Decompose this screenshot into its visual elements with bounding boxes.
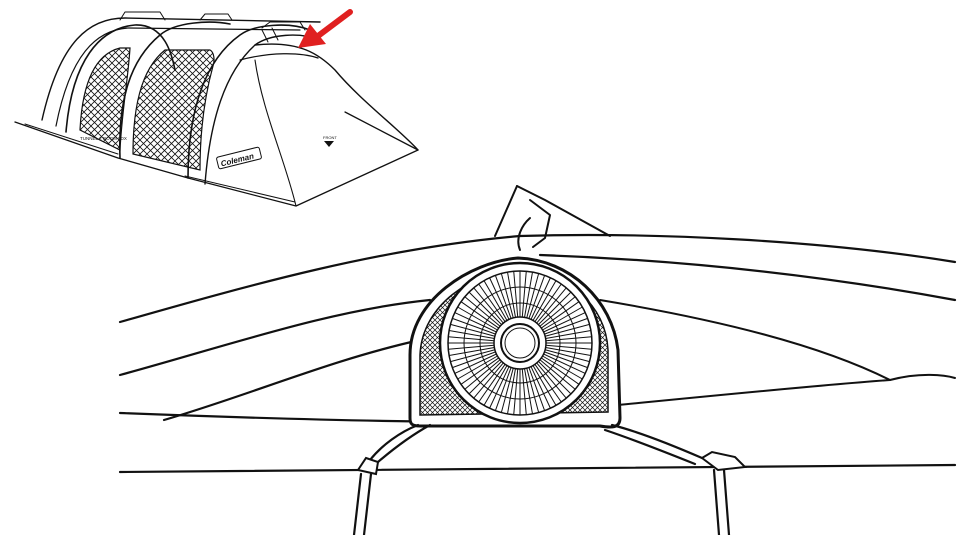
fan-spoke — [468, 361, 502, 395]
fan-spoke — [513, 368, 519, 415]
fan-spoke — [483, 280, 508, 321]
fan-spoke — [448, 344, 495, 350]
fan-spoke — [460, 357, 499, 385]
fan-spoke — [464, 296, 501, 327]
fan-spoke — [500, 273, 514, 319]
fan-spoke — [460, 301, 499, 329]
fan-spoke — [507, 272, 516, 318]
fan-spoke — [448, 336, 495, 342]
front-mark: FRONT — [323, 135, 337, 147]
fan-spoke — [521, 368, 527, 415]
fan-spoke — [473, 362, 504, 399]
fan-spoke — [544, 349, 590, 363]
fan-spoke — [449, 347, 495, 356]
fan-spoke — [464, 359, 501, 390]
fan-spoke — [532, 280, 557, 321]
fan-spoke — [539, 359, 576, 390]
fan-spoke — [489, 366, 510, 409]
fan-spoke — [494, 275, 512, 319]
fan-spoke — [539, 296, 576, 327]
fan-spoke — [526, 367, 540, 413]
fan-spoke — [524, 368, 533, 414]
fan-spoke — [494, 367, 512, 411]
fan-spoke — [500, 367, 514, 413]
fan-spoke — [538, 361, 572, 395]
fan-spoke — [449, 330, 495, 339]
fan-spoke — [524, 272, 533, 318]
fan-spoke — [532, 365, 557, 406]
fan-spoke — [507, 368, 516, 414]
fan-spoke — [530, 277, 551, 320]
coleman-badge: Coleman — [216, 146, 262, 170]
fan-spoke — [545, 336, 592, 342]
fan-spoke — [483, 365, 508, 406]
fan-spoke — [468, 291, 502, 325]
fan-spoke — [478, 364, 506, 403]
fan-spoke — [536, 362, 567, 399]
fan-spoke — [530, 366, 551, 409]
fan-spoke — [534, 364, 562, 403]
fan-spoke — [542, 355, 583, 380]
red-arrow-icon — [298, 9, 353, 48]
fan-spoke — [457, 355, 498, 380]
fan-spoke — [544, 323, 590, 337]
fan-spoke — [543, 353, 586, 374]
vent-fan-icon — [408, 256, 622, 429]
fan-spoke — [534, 283, 562, 322]
fan-spoke — [521, 271, 527, 318]
fan-spoke — [543, 312, 586, 333]
fan-spoke — [541, 357, 580, 385]
svg-text:FRONT: FRONT — [323, 135, 337, 140]
fan-spoke — [452, 351, 496, 369]
fan-spoke — [536, 287, 567, 324]
fan-spoke — [457, 306, 498, 331]
fan-spoke — [473, 287, 504, 324]
fan-spoke — [450, 349, 496, 363]
fan-spoke — [545, 347, 591, 356]
fan-spoke — [526, 273, 540, 319]
fan-spoke — [545, 344, 592, 350]
fan-spoke — [541, 301, 580, 329]
fan-spoke — [538, 291, 572, 325]
fan-spoke — [528, 275, 546, 319]
fan-spoke — [489, 277, 510, 320]
fan-spoke — [454, 353, 497, 374]
fan-spoke — [450, 323, 496, 337]
fan-spoke — [544, 351, 588, 369]
fan-spoke — [545, 330, 591, 339]
tent-vent-detail — [118, 185, 957, 535]
fan-spoke — [544, 317, 588, 335]
tent-overview: TUNNEL 2 ROOM LDX Coleman FRONT — [14, 9, 419, 207]
fan-spoke — [478, 283, 506, 322]
model-label: TUNNEL 2 ROOM LDX — [80, 136, 127, 141]
fan-spoke — [452, 317, 496, 335]
fan-spoke — [542, 306, 583, 331]
fan-spoke — [528, 367, 546, 411]
svg-text:TUNNEL 2 ROOM LDX: TUNNEL 2 ROOM LDX — [80, 136, 127, 141]
fan-spoke — [454, 312, 497, 333]
fan-spoke — [513, 271, 519, 318]
